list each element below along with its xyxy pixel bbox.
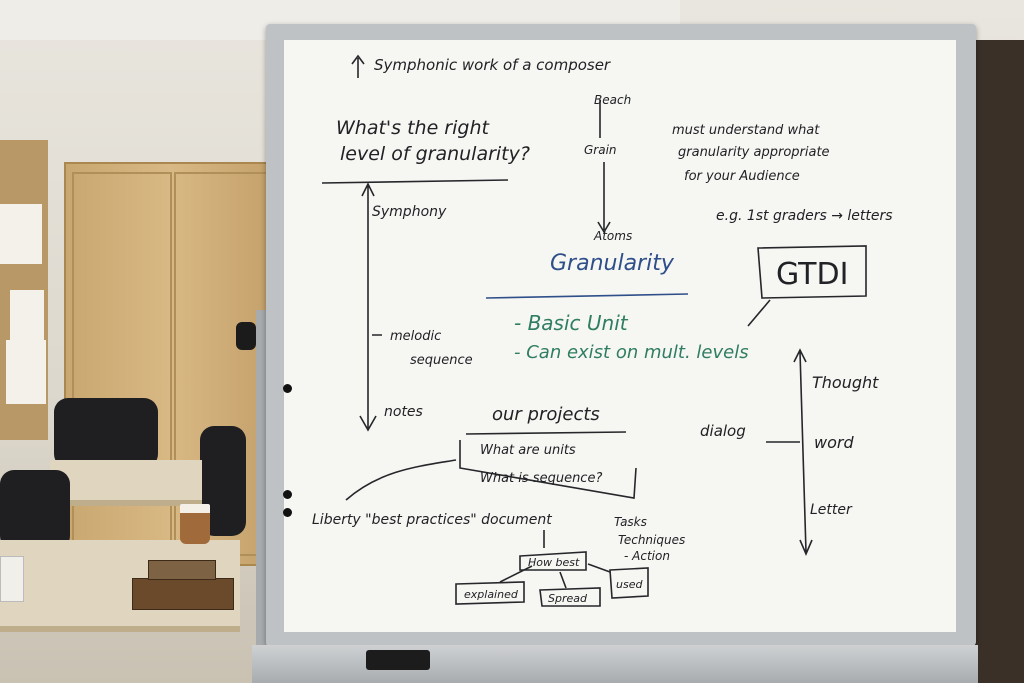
text-can-exist: - Can exist on mult. levels xyxy=(514,342,749,363)
tree-connectors xyxy=(499,530,611,589)
explained-box xyxy=(455,581,525,605)
text-word: word xyxy=(814,433,854,452)
text-question-1: What's the right xyxy=(336,117,490,139)
text-basic-unit: - Basic Unit xyxy=(514,311,629,335)
book xyxy=(148,560,216,580)
text-grain: Grain xyxy=(584,143,617,157)
gtdi-box xyxy=(747,245,867,327)
text-sequence: sequence xyxy=(410,353,473,368)
text-techniques: Techniques xyxy=(618,533,685,547)
text-must-1: must understand what xyxy=(672,123,820,138)
text-beach: Beach xyxy=(594,93,631,107)
text-example: e.g. 1st graders → letters xyxy=(716,208,893,224)
board-hole xyxy=(283,384,292,393)
text-melodic: melodic xyxy=(390,329,441,344)
used-box xyxy=(609,567,649,599)
desk xyxy=(50,460,202,506)
coffee-cup xyxy=(180,504,210,544)
text-notes: notes xyxy=(384,404,423,420)
eraser xyxy=(366,650,430,670)
how-best-box xyxy=(519,551,587,571)
text-what-is-sequence: What is sequence? xyxy=(480,471,602,486)
text-letter: Letter xyxy=(810,502,853,518)
text-atoms: Atoms xyxy=(593,229,632,243)
text-used: used xyxy=(616,578,643,591)
projects-to-liberty-line xyxy=(345,459,457,501)
up-arrow xyxy=(351,54,365,78)
board-knob xyxy=(236,322,256,350)
office-chair xyxy=(0,470,70,550)
text-dialog: dialog xyxy=(700,422,746,440)
text-symphony: Symphony xyxy=(372,204,447,220)
corkboard xyxy=(0,140,48,440)
text-must-2: granularity appropriate xyxy=(678,145,830,160)
text-symphonic-work: Symphonic work of a composer xyxy=(374,56,611,74)
dark-panel xyxy=(972,40,1024,683)
book xyxy=(132,578,234,610)
thought-scale-arrow xyxy=(793,348,813,557)
text-what-are-units: What are units xyxy=(480,443,576,458)
text-action: - Action xyxy=(624,549,670,563)
text-gtdi: GTDI xyxy=(776,257,848,292)
text-thought: Thought xyxy=(812,373,879,392)
text-explained: explained xyxy=(464,588,519,601)
board-hole xyxy=(283,490,292,499)
granularity-underline xyxy=(485,293,689,299)
text-our-projects: our projects xyxy=(492,404,600,425)
text-must-3: for your Audience xyxy=(684,169,800,184)
text-liberty-document: Liberty "best practices" document xyxy=(312,512,552,528)
text-granularity: Granularity xyxy=(550,251,675,276)
office-chair xyxy=(54,398,158,468)
spread-box xyxy=(539,587,601,607)
text-how-best: How best xyxy=(528,556,580,569)
whiteboard xyxy=(284,40,956,632)
board-stand-pole xyxy=(256,310,266,670)
pinned-paper xyxy=(0,204,42,264)
question-underline xyxy=(321,179,509,184)
text-question-2: level of granularity? xyxy=(340,143,530,165)
grain-arrow xyxy=(597,100,611,234)
projects-bracket xyxy=(459,431,637,499)
text-spread: Spread xyxy=(548,592,588,605)
symphony-scale-arrow xyxy=(359,182,382,432)
text-tasks: Tasks xyxy=(614,515,647,529)
board-hole xyxy=(283,508,292,517)
white-mug xyxy=(0,556,24,602)
pinned-paper xyxy=(6,340,46,404)
